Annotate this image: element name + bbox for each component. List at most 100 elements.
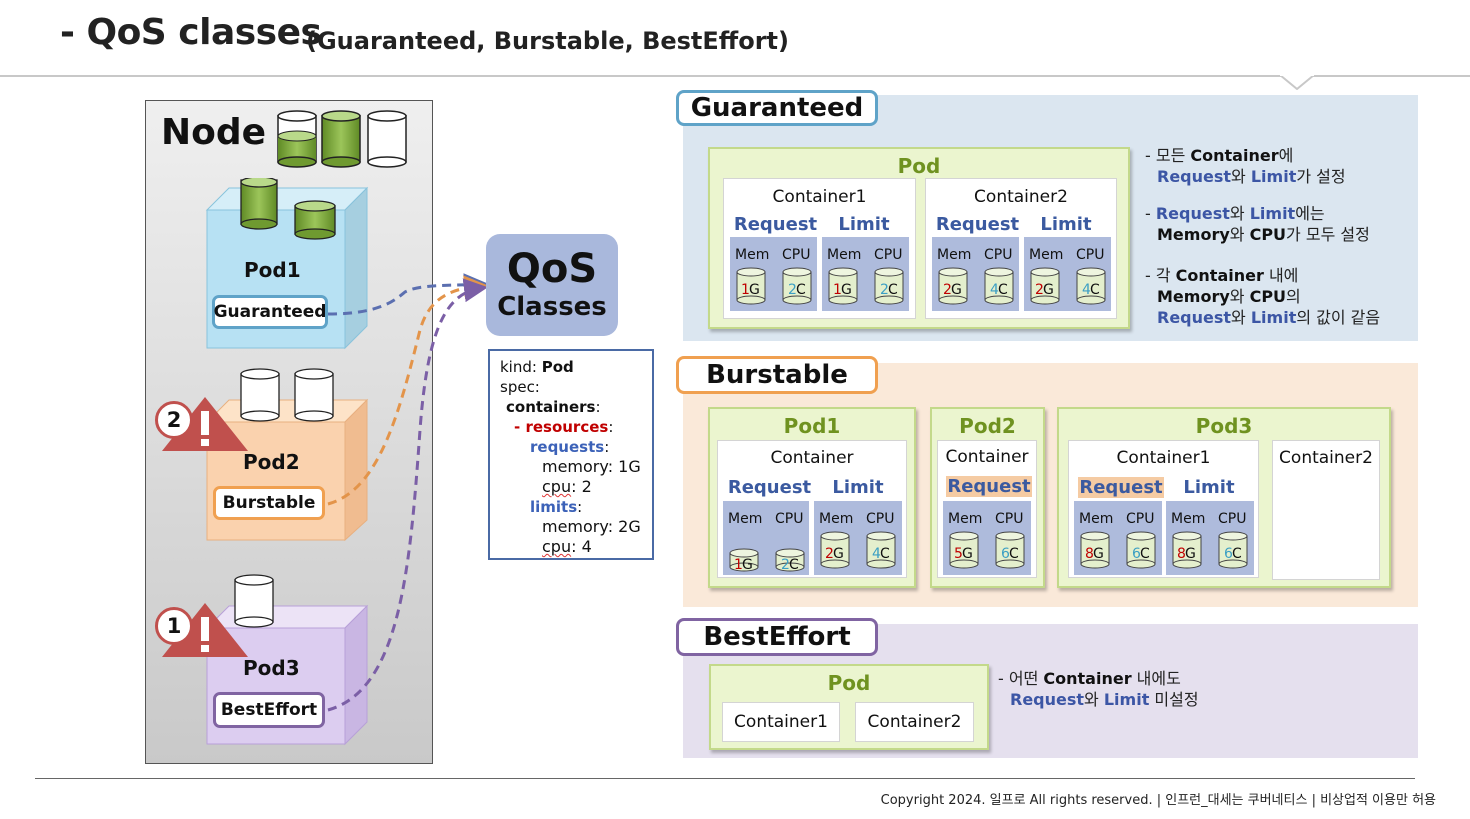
request-label: Request [733, 214, 818, 235]
yaml-resources: resources [525, 418, 609, 436]
mem-label: Mem [1171, 511, 1206, 527]
yaml-kind-value: Pod [541, 358, 574, 376]
pod3-warning-badge: 1 [155, 607, 193, 645]
yaml-kind-key: kind: [500, 358, 537, 376]
svg-text:6: 6 [1001, 546, 1010, 562]
cpu-label: CPU [866, 511, 895, 527]
guaranteed-title: Guaranteed [676, 90, 878, 126]
cpu-label: CPU [1126, 511, 1155, 527]
svg-text:5: 5 [954, 546, 963, 562]
cpu-label: CPU [1076, 247, 1105, 263]
container-title: Container1 [734, 712, 828, 732]
header-notch-icon [1280, 74, 1314, 90]
svg-text:G: G [742, 557, 753, 573]
header-divider [0, 75, 1470, 77]
request-label: Request [935, 214, 1020, 235]
guaranteed-note-3: - 각 Container 내에 Memory와 CPU의 Request와 L… [1145, 266, 1381, 327]
burstable-title: Burstable [676, 356, 878, 394]
svg-text:2: 2 [943, 282, 952, 298]
pod3-label: Pod3 [243, 656, 300, 680]
request-label: Request [946, 476, 1032, 497]
container-title: Container1 [1116, 448, 1211, 468]
page-title: - QoS classes [60, 12, 322, 53]
request-label: Request [727, 477, 812, 498]
pod2-warning-badge: 2 [155, 401, 193, 439]
mem-label: Mem [728, 511, 763, 527]
svg-text:C: C [796, 282, 806, 298]
besteffort-container2: Container2 [855, 702, 974, 742]
mem-label: Mem [1029, 247, 1064, 263]
besteffort-pod-title: Pod [827, 671, 871, 695]
svg-text:4: 4 [990, 282, 999, 298]
container-title: Container [945, 447, 1029, 467]
container-title: Container1 [772, 187, 867, 207]
svg-text:8: 8 [1085, 546, 1094, 562]
mem-label: Mem [827, 247, 862, 263]
container-title: Container2 [867, 712, 962, 732]
warning-triangle-icon [162, 603, 248, 657]
pod1-label: Pod1 [244, 258, 301, 282]
mem-label: Mem [819, 511, 854, 527]
guaranteed-note-2: - Request와 Limit에는 Memory와 CPU가 모두 설정 [1145, 204, 1370, 244]
yaml-lim-memory: memory: 2G [542, 517, 641, 536]
pod3-qos-tag: BestEffort [213, 692, 325, 728]
cpu-label: CPU [1218, 511, 1247, 527]
svg-text:6: 6 [1132, 546, 1141, 562]
svg-text:2: 2 [880, 282, 889, 298]
svg-text:C: C [880, 546, 890, 562]
svg-text:1: 1 [734, 557, 743, 573]
svg-text:C: C [998, 282, 1008, 298]
warning-triangle-icon [162, 397, 248, 451]
svg-text:8: 8 [1177, 546, 1186, 562]
svg-text:G: G [749, 282, 760, 298]
footer-divider [35, 778, 1415, 779]
svg-text:4: 4 [1082, 282, 1091, 298]
limit-label: Limit [838, 214, 890, 235]
yaml-spec: spec: [500, 378, 540, 396]
cpu-label: CPU [984, 247, 1013, 263]
svg-text:2: 2 [1035, 282, 1044, 298]
svg-text:C: C [1140, 546, 1150, 562]
yaml-requests: requests [530, 438, 605, 456]
cpu-label: CPU [874, 247, 903, 263]
limit-label: Limit [1183, 477, 1235, 498]
qos-classes-bubble: QoS Classes [486, 234, 618, 336]
svg-text:C: C [1232, 546, 1242, 562]
besteffort-title: BestEffort [676, 618, 878, 656]
cpu-label: CPU [782, 247, 811, 263]
container-title: Container [770, 448, 854, 468]
limit-label: Limit [832, 477, 884, 498]
burstable-pod3-title: Pod3 [1195, 414, 1253, 438]
svg-text:C: C [1009, 546, 1019, 562]
svg-text:G: G [833, 546, 844, 562]
burstable-pod1-title: Pod1 [783, 414, 841, 438]
container-title: Container2 [1279, 448, 1373, 468]
svg-text:G: G [1043, 282, 1054, 298]
burstable-pod3-container2: Container2 [1272, 440, 1380, 580]
node-title: Node [161, 112, 267, 153]
svg-text:C: C [888, 282, 898, 298]
svg-text:G: G [1093, 546, 1104, 562]
svg-text:2: 2 [825, 546, 834, 562]
yaml-req-cpu-val: : 2 [571, 477, 592, 496]
yaml-lim-cpu-val: : 4 [571, 537, 592, 556]
svg-text:1: 1 [833, 282, 842, 298]
svg-text:2: 2 [788, 282, 797, 298]
node-resource-cylinders-icon [277, 110, 407, 168]
svg-text:4: 4 [872, 546, 881, 562]
svg-text:G: G [841, 282, 852, 298]
